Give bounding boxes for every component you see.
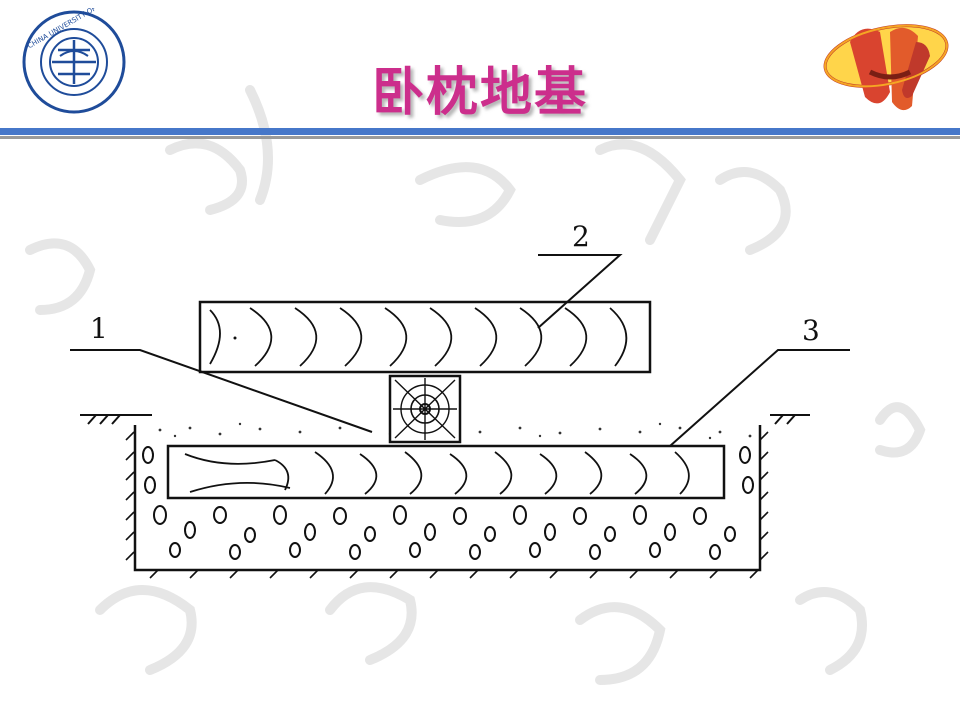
slide-title: 卧枕地基 — [371, 63, 588, 123]
sleeper-foundation-diagram: 1 2 3 — [70, 220, 850, 579]
lecture-badge-icon — [823, 24, 949, 111]
university-seal-icon: CHINA UNIVERSITY OF GEOSCIENCES — [22, 8, 128, 114]
label-1: 1 — [90, 312, 108, 345]
foundation-pit — [133, 425, 762, 572]
ground-surface — [80, 414, 810, 425]
block-cross-section — [388, 374, 462, 444]
leader-line-2 — [537, 254, 623, 329]
label-3: 3 — [802, 314, 820, 347]
leader-line-1 — [70, 349, 373, 433]
label-2: 2 — [572, 220, 590, 253]
gravel-bed — [142, 446, 754, 560]
leader-line-3 — [669, 349, 850, 447]
upper-beam — [198, 300, 652, 374]
lower-sleeper — [166, 444, 726, 500]
header-rule — [0, 128, 960, 135]
header-rule-shadow — [0, 136, 960, 139]
